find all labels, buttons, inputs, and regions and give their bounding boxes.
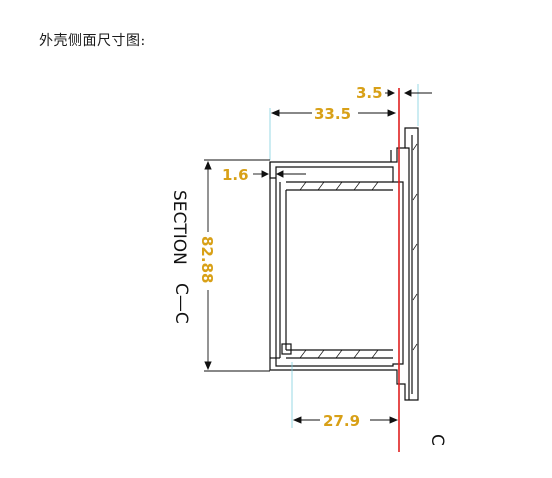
section-title: SECTION — [169, 190, 189, 265]
extension-lines — [269, 84, 419, 428]
dimension-lines — [204, 89, 432, 424]
housing-outline — [269, 127, 419, 401]
dim-label-3-5: 3.5 — [356, 84, 383, 102]
dim-label-27-9: 27.9 — [323, 412, 360, 430]
page-heading: 外壳侧面尺寸图: — [39, 33, 146, 49]
dim-label-33-5: 33.5 — [314, 105, 351, 123]
section-identifier: C—C — [171, 283, 191, 324]
dim-label-82-88: 82.88 — [198, 236, 216, 283]
dim-label-1-6: 1.6 — [222, 166, 249, 184]
section-hatching — [299, 143, 418, 359]
section-marker: C — [427, 434, 447, 446]
